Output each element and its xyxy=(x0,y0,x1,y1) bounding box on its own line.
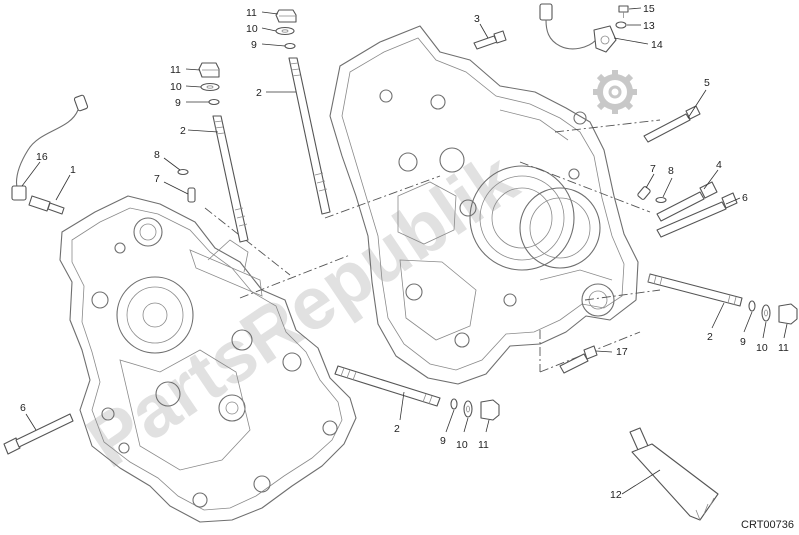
nut-11-bottom xyxy=(480,399,500,421)
bolt-4 xyxy=(656,181,718,222)
callout-11-bottom: 11 xyxy=(478,439,489,451)
callout-8-left: 8 xyxy=(154,149,160,161)
callout-4: 4 xyxy=(716,159,722,171)
callout-3: 3 xyxy=(474,13,480,25)
sealant-tube-12 xyxy=(629,427,719,521)
left-crankcase-half xyxy=(59,195,357,523)
o-ring-9-mid xyxy=(208,98,220,106)
pin-7-left xyxy=(187,187,196,203)
callout-14: 14 xyxy=(651,39,663,51)
callout-2-a: 2 xyxy=(256,87,262,99)
bolt-6-left xyxy=(3,413,74,455)
pin-7-right xyxy=(637,186,651,200)
ring-8-right xyxy=(655,196,667,204)
callout-10-top: 10 xyxy=(246,23,258,35)
callout-2-b: 2 xyxy=(180,125,186,137)
callout-11-top: 11 xyxy=(246,7,257,19)
callout-labels: 11 10 9 11 10 9 2 2 3 15 13 14 5 16 1 8 … xyxy=(20,3,789,501)
bolt-17 xyxy=(559,345,598,374)
callout-15: 15 xyxy=(643,3,655,15)
washer-10-bottom xyxy=(463,400,473,418)
right-crankcase-half xyxy=(329,25,639,385)
callout-7-right: 7 xyxy=(650,163,656,175)
callout-5: 5 xyxy=(704,77,710,89)
watermark: PartsRepublik xyxy=(73,136,533,484)
watermark-gear-icon xyxy=(593,70,637,114)
alignment-lines xyxy=(204,119,661,373)
callout-2-right: 2 xyxy=(707,331,713,343)
callout-1: 1 xyxy=(70,164,76,176)
ring-8-left xyxy=(177,168,189,176)
callout-6-left: 6 xyxy=(20,402,26,414)
washer-10-right xyxy=(761,304,771,322)
o-ring-9-bottom xyxy=(450,398,458,410)
washer-10-mid xyxy=(200,82,220,92)
callout-11-right: 11 xyxy=(778,342,789,354)
callout-17: 17 xyxy=(616,346,628,358)
washer-10-top xyxy=(275,26,295,36)
callout-2-bottom: 2 xyxy=(394,423,400,435)
stud-2-bottom xyxy=(334,365,441,407)
nut-11-mid xyxy=(198,62,220,78)
callout-9-top: 9 xyxy=(251,39,257,51)
stud-2-top xyxy=(288,57,331,215)
screw-15 xyxy=(618,5,629,18)
nut-11-top xyxy=(275,9,297,23)
callout-9-mid: 9 xyxy=(175,97,181,109)
callout-6-right: 6 xyxy=(742,192,748,204)
callout-8-right: 8 xyxy=(668,165,674,177)
sensor-1 xyxy=(28,195,65,215)
washer-13 xyxy=(615,21,627,29)
bolt-3 xyxy=(473,30,507,50)
callout-9-bottom: 9 xyxy=(440,435,446,447)
callout-11-mid: 11 xyxy=(170,64,181,76)
callout-10-mid: 10 xyxy=(170,81,182,93)
callout-12: 12 xyxy=(610,489,622,501)
watermark-text: PartsRepublik xyxy=(73,136,533,484)
o-ring-9-right xyxy=(748,300,756,312)
callout-10-bottom: 10 xyxy=(456,439,468,451)
callout-7-left: 7 xyxy=(154,173,160,185)
sensor-16-cable xyxy=(11,94,89,201)
diagram-code: CRT00736 xyxy=(741,519,794,531)
bolt-5 xyxy=(643,105,701,143)
callout-16: 16 xyxy=(36,151,48,163)
bolt-6-right xyxy=(656,192,738,238)
callout-10-right: 10 xyxy=(756,342,768,354)
callout-9-right: 9 xyxy=(740,336,746,348)
o-ring-9-top xyxy=(284,42,296,50)
stud-2-right xyxy=(647,273,743,307)
sensor-14 xyxy=(539,3,617,53)
callout-13: 13 xyxy=(643,20,655,32)
stud-2-mid xyxy=(212,115,249,243)
leader-lines xyxy=(21,7,788,495)
nut-11-right xyxy=(778,303,798,325)
